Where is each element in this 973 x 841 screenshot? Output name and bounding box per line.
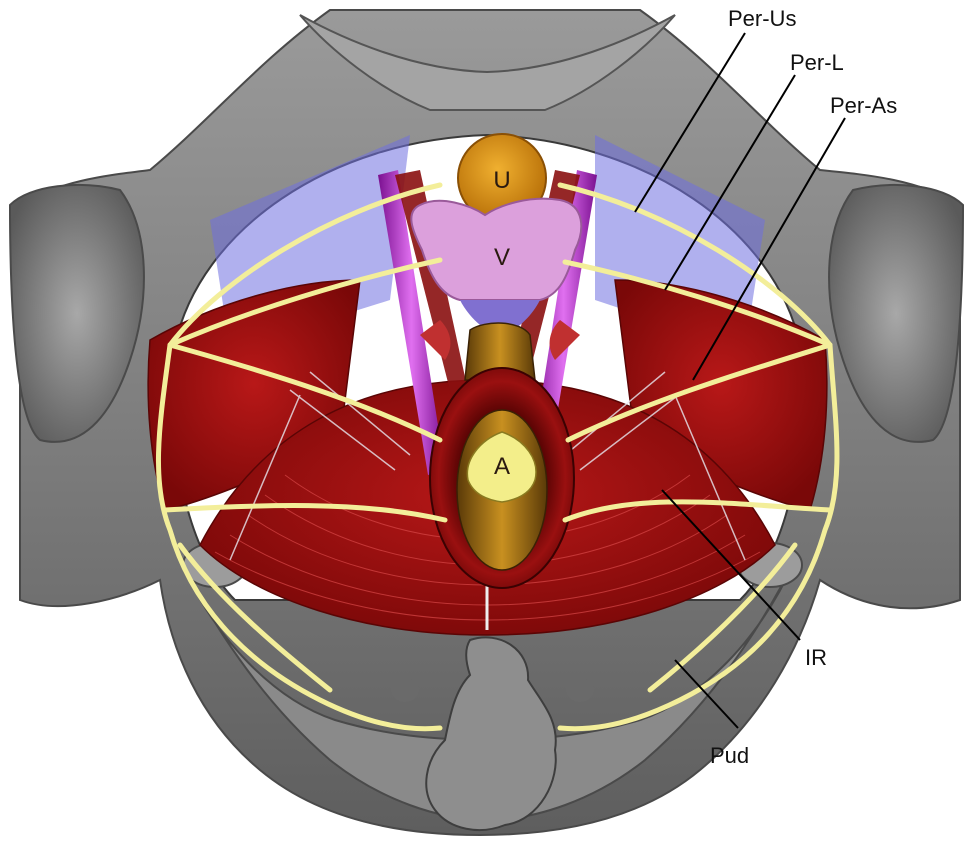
label-ir: IR	[805, 645, 827, 670]
label-per-us: Per-Us	[728, 6, 796, 31]
label-pud: Pud	[710, 743, 749, 768]
anus: A	[430, 368, 574, 588]
label-per-as: Per-As	[830, 93, 897, 118]
vagina-label: V	[494, 244, 510, 271]
anus-label: A	[494, 453, 510, 480]
urethra-label: U	[493, 167, 510, 194]
label-per-l: Per-L	[790, 50, 844, 75]
